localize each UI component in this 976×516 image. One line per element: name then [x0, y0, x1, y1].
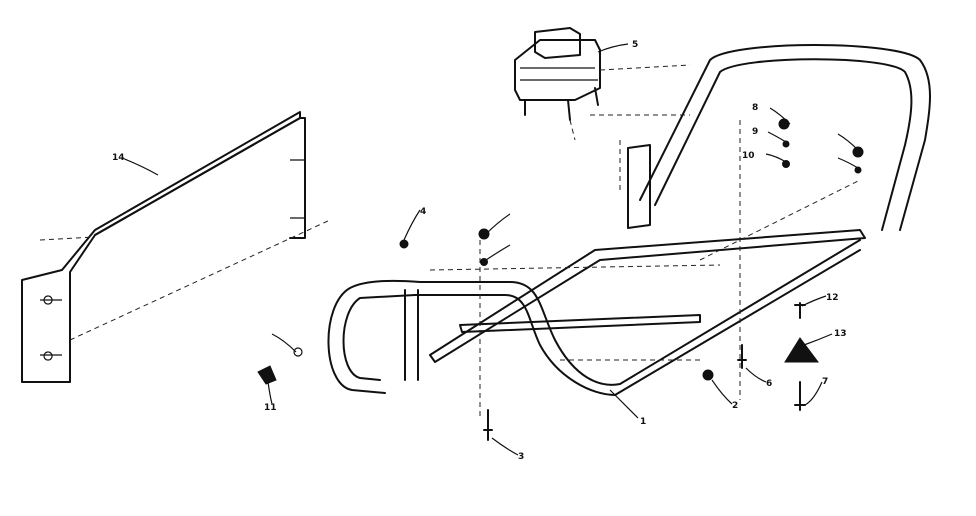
washer-icon	[854, 166, 862, 174]
callout-10: 10	[742, 151, 755, 161]
nut-icon	[478, 228, 490, 240]
callout-12: 12	[826, 293, 839, 303]
callout-11: 11	[264, 403, 277, 413]
callout-4: 4	[420, 207, 426, 217]
callout-5: 5	[632, 40, 638, 50]
callout-leaders	[121, 43, 859, 456]
main-frame-part	[327, 44, 931, 420]
callout-3: 3	[518, 452, 524, 462]
washer-icon	[782, 140, 790, 148]
callout-7: 7	[822, 377, 828, 387]
bolt-icon	[483, 409, 493, 441]
bolt-icon	[737, 344, 747, 369]
callout-labels: 1 2 3 4 5 6 7 8 9 10 11 12 13 14	[112, 40, 847, 462]
callout-6: 6	[766, 379, 772, 389]
callout-9: 9	[752, 127, 758, 137]
nut-icon	[778, 118, 790, 130]
side-panel-part	[21, 111, 331, 383]
block-assembly-part	[514, 27, 691, 141]
callout-1: 1	[640, 417, 646, 427]
washer-icon	[293, 347, 303, 357]
washer-icon	[480, 258, 488, 266]
wing-nut-icon	[257, 365, 277, 385]
callout-2: 2	[732, 401, 738, 411]
callout-14: 14	[112, 153, 125, 163]
callout-13: 13	[834, 329, 847, 339]
bolt-icon	[794, 381, 806, 411]
nut-icon	[852, 146, 864, 158]
callout-8: 8	[752, 103, 758, 113]
screw-icon	[399, 239, 409, 249]
washer-icon	[782, 160, 790, 168]
hardware-parts	[257, 118, 864, 441]
nut-icon	[702, 369, 714, 381]
cone-foot-icon	[784, 337, 819, 363]
